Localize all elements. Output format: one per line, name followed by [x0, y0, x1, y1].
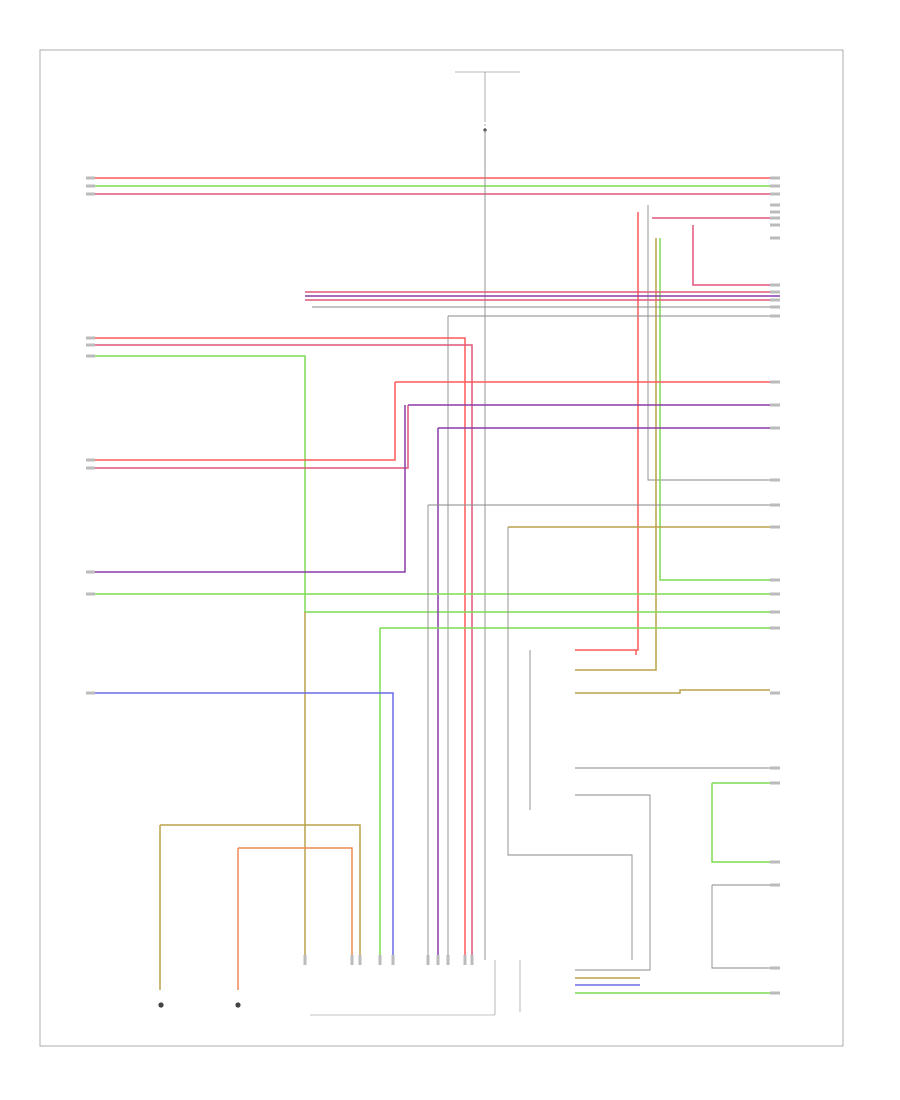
wire-olive-33: [575, 689, 770, 694]
pin-right-12: [770, 314, 780, 318]
pin-right-28: [770, 966, 780, 970]
central-connector: [310, 960, 521, 1016]
pin-right-2: [770, 192, 780, 196]
wire-pink-20: [95, 405, 409, 469]
wire-pink-9: [692, 225, 780, 286]
ground-symbols: [158, 128, 487, 1008]
pin-bottom-6: [436, 955, 440, 965]
wire-purple-22: [437, 427, 770, 960]
pin-right-11: [770, 305, 780, 309]
pin-right-4: [770, 210, 780, 214]
pin-left-2: [86, 192, 95, 196]
wire-gray-4: [647, 205, 770, 481]
wire-red-15: [95, 337, 466, 960]
wire-gray-14: [447, 315, 780, 960]
wire-blue-30: [95, 692, 394, 960]
wire-green-17: [95, 355, 770, 613]
pin-bottom-5: [426, 955, 430, 965]
wire-green-36: [711, 782, 770, 863]
pin-left-1: [86, 184, 95, 188]
wire-olive-8: [575, 238, 657, 671]
wire-pink-16: [95, 344, 473, 960]
pin-bottom-8: [463, 955, 467, 965]
pin-bottom-1: [350, 955, 354, 965]
pin-right-19: [770, 578, 780, 582]
wire-purple-23: [95, 405, 406, 573]
pin-bottom-3: [378, 955, 382, 965]
wire-gray-27: [427, 504, 770, 960]
wire-gray-35: [575, 794, 651, 971]
pin-right-6: [770, 223, 780, 227]
pin-right-26: [770, 860, 780, 864]
pin-bottom-9: [470, 955, 474, 965]
pin-right-23: [770, 691, 780, 695]
pin-right-24: [770, 766, 780, 770]
wire-gray-37: [711, 884, 770, 969]
wire-red-5: [575, 212, 639, 651]
top-connector: [455, 71, 520, 170]
pin-left-8: [86, 570, 95, 574]
pin-right-5: [770, 216, 780, 220]
pin-left-6: [86, 458, 95, 462]
diagram-border: [39, 49, 844, 1047]
pin-left-10: [86, 691, 95, 695]
pin-right-10: [770, 298, 780, 302]
pin-right-22: [770, 626, 780, 630]
wire-olive-31: [159, 824, 361, 990]
pin-left-0: [86, 176, 95, 180]
wire-gray-29: [507, 527, 633, 960]
pin-right-15: [770, 426, 780, 430]
pin-right-29: [770, 991, 780, 995]
pin-right-21: [770, 610, 780, 614]
pin-right-14: [770, 403, 780, 407]
wire-green-26: [379, 627, 770, 960]
pin-left-5: [86, 354, 95, 358]
pin-right-20: [770, 592, 780, 596]
wire-layer: [95, 130, 780, 994]
pin-layer: [86, 176, 780, 995]
pin-left-3: [86, 336, 95, 340]
pin-right-13: [770, 380, 780, 384]
wire-orange-32: [237, 847, 353, 990]
pin-right-3: [770, 203, 780, 207]
pin-right-7: [770, 236, 780, 240]
pin-left-4: [86, 343, 95, 347]
pin-right-9: [770, 290, 780, 294]
pin-right-18: [770, 525, 780, 529]
wire-red-19: [95, 382, 396, 461]
pin-bottom-2: [358, 955, 362, 965]
pin-right-25: [770, 781, 780, 785]
pin-left-9: [86, 592, 95, 596]
pin-right-16: [770, 478, 780, 482]
pin-bottom-7: [446, 955, 450, 965]
pin-right-17: [770, 503, 780, 507]
pin-right-8: [770, 283, 780, 287]
pin-bottom-0: [303, 955, 307, 965]
wire-green-7: [659, 238, 770, 581]
pin-left-7: [86, 466, 95, 470]
pin-right-0: [770, 176, 780, 180]
pin-bottom-4: [391, 955, 395, 965]
pin-right-27: [770, 883, 780, 887]
pin-right-1: [770, 184, 780, 188]
